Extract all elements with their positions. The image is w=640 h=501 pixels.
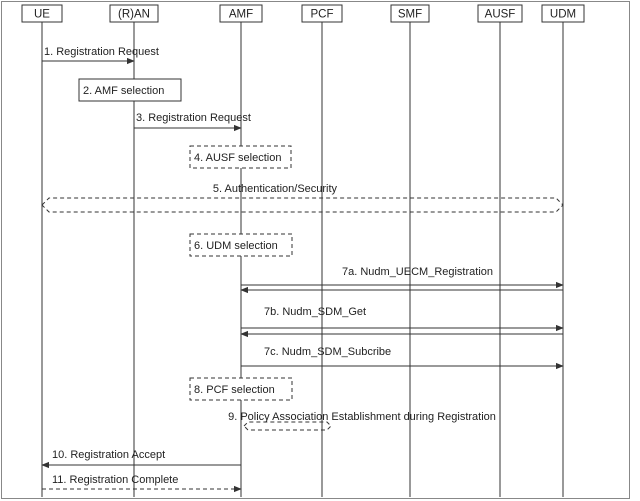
step-label-s9: 9. Policy Association Establishment duri… xyxy=(228,411,496,423)
participant-amf: AMF xyxy=(219,4,263,497)
step-s10: 10. Registration Accept xyxy=(41,449,241,469)
dashed-exchange-s9 xyxy=(243,421,332,431)
participant-ausf: AUSF xyxy=(477,4,523,497)
step-s7b: 7b. Nudm_SDM_Get xyxy=(240,306,564,338)
step-s2: 2. AMF selection xyxy=(78,78,182,102)
participant-box-udm xyxy=(541,4,585,23)
participant-box-amf xyxy=(219,4,263,23)
step-label-s5: 5. Authentication/Security xyxy=(213,183,338,195)
participant-box-ran xyxy=(109,4,159,23)
participant-box-ue xyxy=(21,4,63,23)
step-s3: 3. Registration Request xyxy=(134,112,251,132)
participant-label-pcf: PCF xyxy=(311,9,334,21)
step-s5: 5. Authentication/Security xyxy=(41,183,564,213)
step-label-s2: 2. AMF selection xyxy=(83,85,164,97)
step-box-s4 xyxy=(189,145,292,169)
step-label-s10: 10. Registration Accept xyxy=(52,449,165,461)
step-label-s8: 8. PCF selection xyxy=(194,384,275,396)
step-box-s2 xyxy=(78,78,182,102)
step-s4: 4. AUSF selection xyxy=(189,145,292,169)
step-s11: 11. Registration Complete xyxy=(42,474,242,493)
step-label-s11: 11. Registration Complete xyxy=(52,474,178,486)
step-label-s3: 3. Registration Request xyxy=(136,112,251,124)
step-label-s7b: 7b. Nudm_SDM_Get xyxy=(264,306,366,318)
step-box-s8 xyxy=(189,377,293,401)
participant-label-amf: AMF xyxy=(229,9,253,21)
participant-label-udm: UDM xyxy=(550,9,576,21)
dashed-exchange-s5 xyxy=(41,197,564,213)
participant-box-smf xyxy=(390,4,430,23)
participant-label-smf: SMF xyxy=(398,9,422,21)
step-s8: 8. PCF selection xyxy=(189,377,293,401)
participant-label-ran: (R)AN xyxy=(118,9,150,21)
step-label-s7c: 7c. Nudm_SDM_Subcribe xyxy=(264,346,391,358)
step-label-s7a: 7a. Nudm_UECM_Registration xyxy=(342,266,493,278)
participant-label-ausf: AUSF xyxy=(485,9,516,21)
participant-udm: UDM xyxy=(541,4,585,497)
step-label-s6: 6. UDM selection xyxy=(194,240,278,252)
step-s1: 1. Registration Request xyxy=(42,46,159,65)
participant-pcf: PCF xyxy=(301,4,343,497)
step-s7c: 7c. Nudm_SDM_Subcribe xyxy=(241,346,564,370)
step-label-s4: 4. AUSF selection xyxy=(194,152,281,164)
step-s6: 6. UDM selection xyxy=(189,233,293,257)
participant-ue: UE xyxy=(21,4,63,497)
step-box-s6 xyxy=(189,233,293,257)
participant-box-ausf xyxy=(477,4,523,23)
outer-frame xyxy=(1,1,630,499)
participant-box-pcf xyxy=(301,4,343,23)
step-s9: 9. Policy Association Establishment duri… xyxy=(228,411,496,431)
participant-label-ue: UE xyxy=(34,9,50,21)
participant-smf: SMF xyxy=(390,4,430,497)
step-label-s1: 1. Registration Request xyxy=(44,46,159,58)
step-s7a: 7a. Nudm_UECM_Registration xyxy=(240,266,564,294)
